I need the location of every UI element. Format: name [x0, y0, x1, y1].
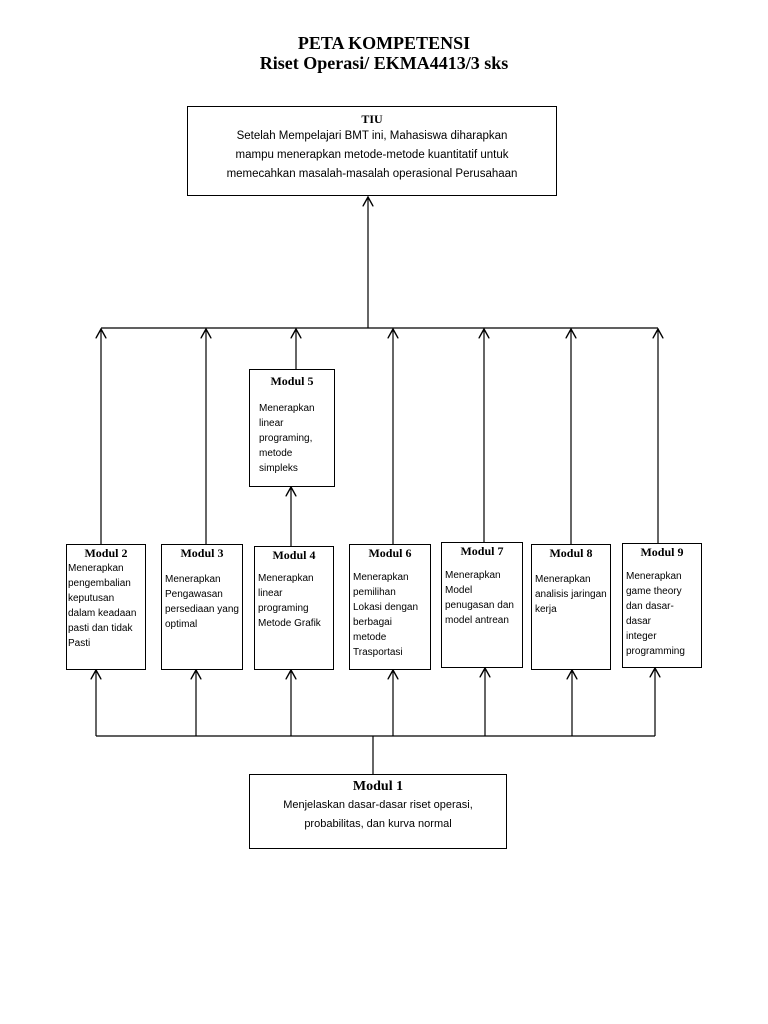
modul7-heading: Modul 7: [460, 544, 504, 558]
modul8-box: Modul 8 Menerapkan analisis jaringan ker…: [531, 544, 611, 670]
tiu-heading: TIU: [361, 112, 383, 126]
modul9-heading: Modul 9: [640, 545, 684, 559]
diagram-subtitle: Riset Operasi/ EKMA4413/3 sks: [259, 53, 509, 73]
modul2-text: Menerapkan pengembalian keputusan dalam …: [68, 563, 137, 649]
modul6-text: Menerapkan pemilihan Lokasi dengan berba…: [353, 572, 419, 658]
modul3-heading: Modul 3: [180, 546, 224, 560]
modul4-box: Modul 4 Menerapkan linear programing Met…: [254, 546, 334, 670]
modul5-text: Menerapkan linear programing, metode sim…: [259, 403, 315, 474]
modul6-box: Modul 6 Menerapkan pemilihan Lokasi deng…: [349, 544, 431, 670]
modul2-heading: Modul 2: [84, 546, 128, 560]
tiu-text: Setelah Mempelajari BMT ini, Mahasiswa d…: [226, 130, 518, 180]
diagram-title: PETA KOMPETENSI: [297, 33, 471, 53]
modul8-text: Menerapkan analisis jaringan kerja: [535, 574, 607, 615]
modul4-heading: Modul 4: [272, 548, 316, 562]
modul2-box: Modul 2 Menerapkan pengembalian keputusa…: [66, 544, 146, 670]
modul3-text: Menerapkan Pengawasan persediaan yang op…: [165, 574, 239, 630]
modul3-box: Modul 3 Menerapkan Pengawasan persediaan…: [161, 544, 243, 670]
tiu-box: TIU Setelah Mempelajari BMT ini, Mahasis…: [187, 106, 557, 196]
modul9-text: Menerapkan game theory dan dasar-dasar i…: [626, 571, 685, 657]
modul5-heading: Modul 5: [270, 374, 314, 388]
modul7-text: Menerapkan Model penugasan dan model ant…: [445, 570, 514, 626]
modul5-box: Modul 5 Menerapkan linear programing, me…: [249, 369, 335, 487]
modul8-heading: Modul 8: [549, 546, 593, 560]
modul6-heading: Modul 6: [368, 546, 412, 560]
modul4-text: Menerapkan linear programing Metode Graf…: [258, 573, 321, 629]
modul1-box: Modul 1 Menjelaskan dasar-dasar riset op…: [249, 774, 507, 849]
modul9-box: Modul 9 Menerapkan game theory dan dasar…: [622, 543, 702, 668]
modul1-heading: Modul 1: [352, 779, 404, 794]
modul7-box: Modul 7 Menerapkan Model penugasan dan m…: [441, 542, 523, 668]
modul1-text: Menjelaskan dasar-dasar riset operasi, p…: [283, 799, 473, 830]
